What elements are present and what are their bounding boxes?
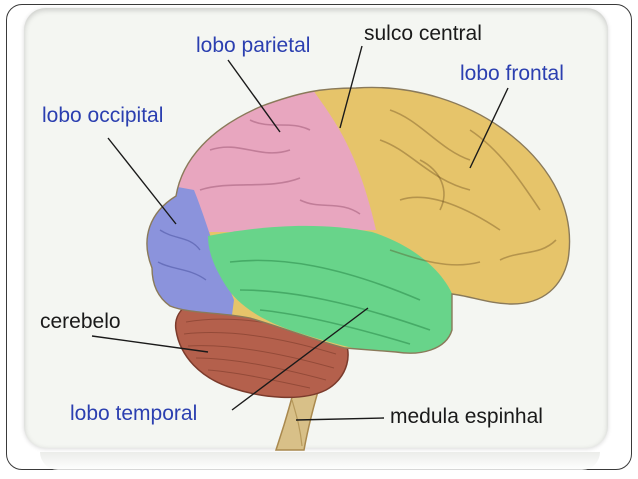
- label-medula-espinhal: medula espinhal: [390, 405, 543, 429]
- label-lobo-temporal: lobo temporal: [70, 402, 197, 426]
- label-sulco-central: sulco central: [364, 22, 482, 46]
- label-lobo-parietal: lobo parietal: [196, 34, 310, 58]
- leader-occipital: [108, 138, 176, 224]
- label-lobo-frontal: lobo frontal: [460, 62, 564, 86]
- label-lobo-occipital: lobo occipital: [42, 104, 163, 128]
- label-cerebelo: cerebelo: [40, 310, 121, 334]
